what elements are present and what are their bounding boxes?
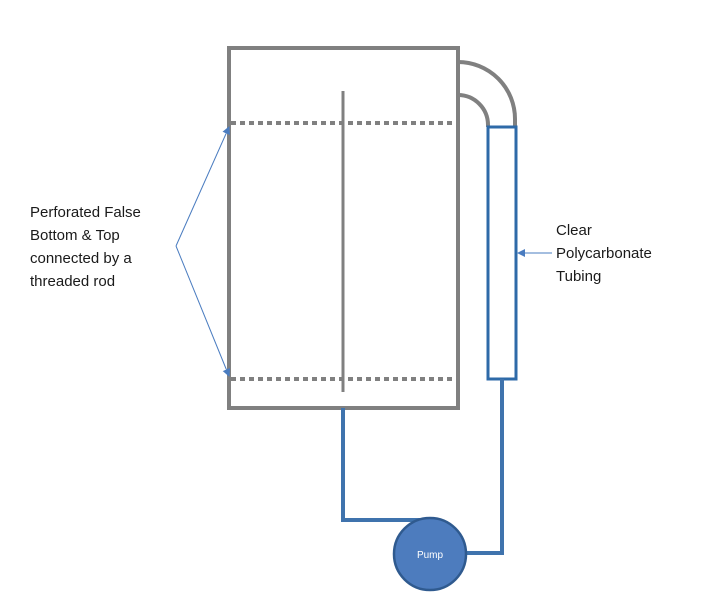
elbow-inner (457, 93, 490, 127)
false-bottom-label: Perforated False Bottom & Top connected … (30, 201, 141, 293)
tubing-label: Clear Polycarbonate Tubing (556, 219, 652, 288)
tubing-label-line-1: Clear (556, 222, 592, 239)
polycarbonate-tube (486, 125, 518, 381)
tubing-label-line-2: Polycarbonate (556, 245, 652, 262)
pump (392, 516, 468, 592)
arrow-to-false-top (175, 126, 230, 247)
arrow-to-false-bottom (175, 245, 231, 377)
elbow-outer (457, 60, 517, 127)
tubing-label-line-3: Tubing (556, 268, 602, 285)
false-bottom-label-line-2: Bottom & Top (30, 227, 120, 244)
false-bottom-label-line-4: threaded rod (30, 273, 116, 290)
pipe-pump-to-tube (466, 379, 504, 555)
false-bottom-label-line-1: Perforated False (30, 204, 141, 221)
false-bottom-label-line-3: connected by a (30, 250, 132, 267)
pipe-vessel-to-pump (341, 408, 432, 522)
pump-label: Pump (417, 550, 444, 561)
